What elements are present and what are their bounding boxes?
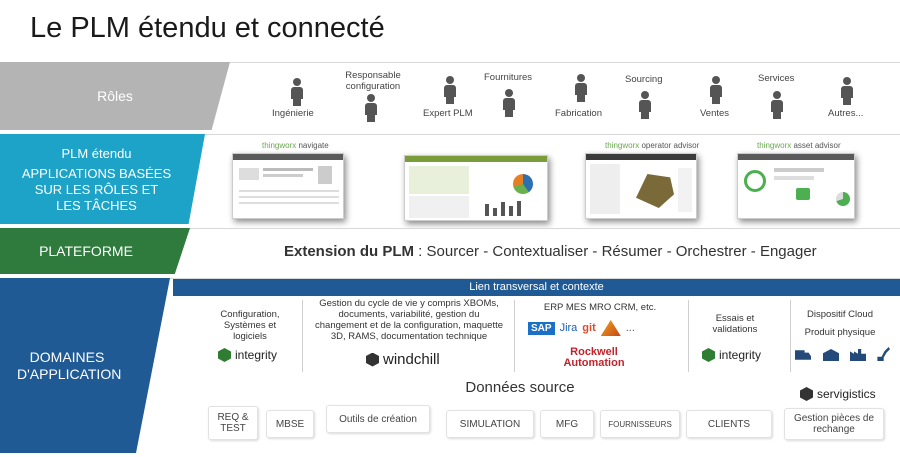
screenshot-asset [737,153,855,219]
roles-label: Rôles [97,87,133,104]
domain-cloud-text: Dispositif Cloud [807,309,873,320]
app-title-operator: thingworx operator advisor [605,141,700,150]
matlab-icon [600,320,621,336]
jira-logo: Jira [559,322,578,334]
domain-product-text: Produit physique [804,327,876,338]
warehouse-icon [823,349,839,361]
domains-label-box: DOMAINES D'APPLICATION [0,278,170,453]
app-title-asset: thingworx asset advisor [757,141,841,150]
windchill-icon [366,352,379,367]
domains-banner-text: Lien transversal et contexte [469,281,604,293]
divider [302,300,303,372]
source-clients: CLIENTS [686,410,772,438]
person-icon [709,76,723,104]
divider [790,300,791,372]
integrity-logo-2: integrity [702,348,761,362]
source-outils: Outils de création [326,405,430,433]
role-expert-plm: Expert PLM [423,108,473,119]
platform-label-box: PLATEFORME [0,228,190,274]
domain-lifecycle-text: Gestion du cycle de vie y compris XBOMs,… [315,298,504,342]
servigistics-icon [800,387,813,401]
erp-logos: SAP Jira git ... [528,320,635,336]
integrity-logo-1: integrity [218,348,277,362]
windchill-logo: windchill [366,351,440,368]
source-fournisseurs: FOURNISSEURS [600,410,680,438]
role-fournitures: Fournitures [484,72,533,83]
domain-tests-text: Essais et validations [712,313,758,335]
role-ingenierie: Ingénierie [272,108,314,119]
rockwell-logo: Rockwell Automation [563,346,625,369]
integrity-icon [702,348,715,362]
truck-icon [795,350,811,360]
role-config: Responsable configuration [345,70,401,92]
platform-text-bold: Extension du PLM [284,243,415,260]
person-icon [290,78,304,106]
app-title-navigate: thingworx navigate [262,141,329,150]
plm-label-bottom: APPLICATIONS BASÉES SUR LES RÔLES ET LES… [21,165,172,213]
screenshot-operator [585,153,697,219]
source-simulation: SIMULATION [446,410,534,438]
page-title: Le PLM étendu et connecté [30,12,385,44]
domain-erp-text: ERP MES MRO CRM, etc. [543,302,657,313]
divider [514,300,515,372]
role-sourcing: Sourcing [625,74,663,85]
screenshot-dashboard [404,155,548,221]
platform-label: PLATEFORME [39,242,133,259]
plm-label-top: PLM étendu [61,145,132,161]
platform-text-rest: : Sourcer - Contextualiser - Résumer - O… [414,243,817,260]
screenshot-navigate [232,153,344,219]
role-ventes: Ventes [700,108,730,119]
source-mfg: MFG [540,410,594,438]
git-logo: git [582,322,596,334]
source-req-test: REQ & TEST [208,406,258,440]
more-logos: ... [625,322,635,334]
person-icon [770,91,784,119]
source-mbse: MBSE [266,410,314,438]
sap-logo: SAP [528,321,555,335]
role-services: Services [758,73,795,84]
integrity-icon [218,348,231,362]
role-fabrication: Fabrication [555,108,602,119]
source-rechange: Gestion pièces de rechange [784,408,884,440]
divider [688,300,689,372]
person-icon [443,76,457,104]
role-autres: Autres... [828,108,864,119]
domains-banner: Lien transversal et contexte [173,279,900,296]
person-icon [574,74,588,102]
person-icon [502,89,516,117]
servigistics-logo: servigistics [800,387,876,401]
person-icon [364,94,378,122]
roles-label-box: Rôles [0,62,230,130]
source-title: Données source [465,379,575,396]
domains-label: DOMAINES D'APPLICATION [17,348,122,382]
plm-label-box: PLM étendu APPLICATIONS BASÉES SUR LES R… [0,134,205,224]
platform-text: Extension du PLM : Sourcer - Contextuali… [284,243,817,260]
person-icon [840,77,854,105]
domain-config-text: Configuration, Systèmes et logiciels [220,309,280,342]
person-icon [638,91,652,119]
